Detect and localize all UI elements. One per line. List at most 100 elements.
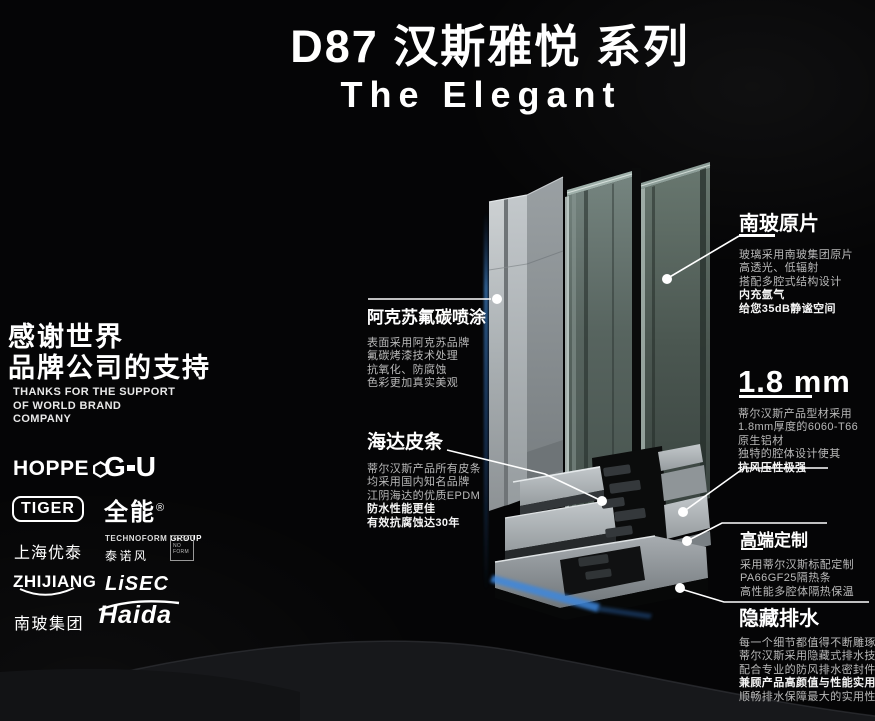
page-title-cn: D87 汉斯雅悦 系列	[290, 21, 690, 72]
brand-zhijiang-label: ZHIJIANG	[13, 572, 97, 591]
brand-logo-technoform: TECHNOFORM GROUP 泰诺风	[105, 534, 202, 564]
brand-logo-gu: G U	[104, 451, 156, 483]
registered-mark: ®	[156, 502, 165, 514]
leader-lines	[368, 235, 869, 603]
brand-logo-lisec: LiSEC	[105, 573, 169, 595]
annotation-glass: 南玻原片 玻璃采用南玻集团原片高透光、低辐射搭配多腔式结构设计内充氩气给您35d…	[739, 207, 853, 316]
brand-tiger-label: TIGER	[21, 500, 75, 517]
leader-dots	[492, 274, 692, 593]
title-underline	[739, 395, 812, 398]
sponsor-heading-line1: 感谢世界	[8, 322, 124, 352]
annotation-title: 高端定制	[740, 531, 808, 550]
annotation-line: 高透光、低辐射	[739, 262, 819, 275]
annotation-line: 蒂尔汉斯产品所有皮条	[367, 463, 481, 475]
annotation-line: 有效抗腐蚀达30年	[367, 516, 460, 529]
blue-edge-glow	[484, 212, 488, 592]
annotation-line: 均采用国内知名品牌	[367, 476, 470, 489]
annotation-body: 玻璃采用南玻集团原片高透光、低辐射搭配多腔式结构设计内充氩气给您35dB静谧空间	[739, 249, 853, 316]
annotation-title: 海达皮条	[367, 432, 444, 453]
technoform-line1: TECHNOFORM GROUP	[105, 534, 202, 543]
technoform-box-icon: TECH NO FORM	[170, 535, 194, 561]
glass-panes	[565, 162, 711, 523]
annotation-coating: 阿克苏氟碳喷涂 表面采用阿克苏品牌氟碳烤漆技术处理抗氧化、防腐蚀色彩更加真实美观	[367, 303, 486, 391]
annotation-line: 给您35dB静谧空间	[739, 302, 836, 315]
annotation-line: 氟碳烤漆技术处理	[367, 350, 459, 363]
frame-render	[488, 176, 564, 511]
technoform-cn: 泰诺风	[105, 549, 149, 563]
brand-logo-zhijiang: ZHIJIANG	[13, 572, 97, 596]
tfbox-line3: FORM	[173, 549, 189, 555]
leader-line-drainage	[680, 588, 869, 603]
annotation-line: 每一个细节都值得不断雕琢	[739, 637, 875, 649]
annotation-title: 阿克苏氟碳喷涂	[367, 308, 486, 327]
annotation-line: 独特的腔体设计使其	[738, 448, 841, 461]
page-title-en: The Elegant	[340, 74, 622, 115]
brand-logo-hoppe: HOPPE	[13, 457, 109, 481]
technoform-name: TECHNOFORM	[105, 534, 171, 543]
annotation-line: 色彩更加真实美观	[367, 377, 459, 390]
brand-gu-u: U	[135, 451, 157, 482]
leader-line-gasket	[446, 449, 603, 502]
annotation-line: 兼顾产品高颜值与性能实用性	[739, 677, 875, 690]
leader-dot	[678, 507, 688, 517]
zhijiang-swoosh-icon	[19, 587, 75, 596]
annotation-body: 每一个细节都值得不断雕琢蒂尔汉斯采用隐藏式排水技术配合专业的防风排水密封件兼顾产…	[739, 637, 875, 704]
leader-dot	[682, 536, 692, 546]
brand-gu-g: G	[104, 451, 126, 482]
leader-line-thickness	[682, 467, 828, 513]
leader-line-glass	[667, 235, 740, 279]
annotation-line: 玻璃采用南玻集团原片	[739, 249, 853, 261]
title-underline	[739, 234, 775, 237]
cross-section-render	[490, 444, 711, 620]
annotation-line: 江阴海达的优质EPDM	[367, 489, 481, 502]
brand-logo-nanbo: 南玻集团	[14, 616, 85, 633]
annotation-line: 配合专业的防风排水密封件	[739, 663, 875, 676]
annotation-line: PA66GF25隔热条	[740, 572, 832, 585]
brand-logo-haida: Haida	[98, 600, 180, 630]
annotation-title: 南玻原片	[739, 213, 819, 235]
brand-hoppe-label: HOPPE	[13, 457, 90, 480]
annotation-drainage: 隐藏排水 每一个细节都值得不断雕琢蒂尔汉斯采用隐藏式排水技术配合专业的防风排水密…	[739, 602, 875, 704]
tfbox-line1: TECH	[173, 537, 188, 543]
hoppe-hexagon-icon	[93, 460, 109, 478]
annotation-line: 抗风压性极强	[738, 461, 807, 474]
technoform-group: GROUP	[170, 534, 202, 543]
leader-dot	[662, 274, 672, 284]
brand-logo-quanneng: 全能®	[104, 492, 164, 527]
annotation-line: 原生铝材	[738, 434, 784, 447]
annotation-line: 抗氧化、防腐蚀	[367, 363, 447, 376]
sponsor-heading-line2: 品牌公司的支持	[8, 353, 211, 383]
leader-dot	[597, 496, 607, 506]
leader-dot	[492, 294, 502, 304]
sponsor-sub-line3: COMPANY	[13, 413, 72, 425]
annotation-line: 采用蒂尔汉斯标配定制	[740, 559, 854, 571]
annotation-line: 防水性能更佳	[367, 503, 436, 516]
background-swoosh	[0, 640, 875, 721]
sponsor-heading: 感谢世界 品牌公司的支持	[8, 322, 211, 384]
brand-quanneng-label: 全能	[104, 499, 156, 526]
annotation-title: 隐藏排水	[739, 608, 819, 630]
annotation-line: 顺畅排水保障最大的实用性能	[739, 690, 875, 703]
annotation-line: 蒂尔汉斯采用隐藏式排水技术	[739, 650, 875, 663]
annotation-line: 内充氩气	[739, 289, 785, 302]
brand-logo-tiger: TIGER	[12, 496, 84, 522]
title-underline	[741, 548, 763, 550]
leader-line-custom	[686, 522, 827, 542]
sponsor-subheading: THANKS FOR THE SUPPORT OF WORLD BRAND CO…	[13, 386, 175, 427]
sponsor-sub-line2: OF WORLD BRAND	[13, 399, 122, 412]
annotation-line: 高性能多腔体隔热保温	[740, 585, 854, 598]
leader-dot	[675, 583, 685, 593]
haida-swoosh-icon	[98, 600, 180, 612]
brand-logo-youtai: 上海优泰	[14, 545, 83, 562]
gu-bar-icon	[126, 465, 135, 471]
annotation-line: 表面采用阿克苏品牌	[367, 337, 470, 349]
annotation-line: 蒂尔汉斯产品型材采用	[738, 408, 852, 420]
